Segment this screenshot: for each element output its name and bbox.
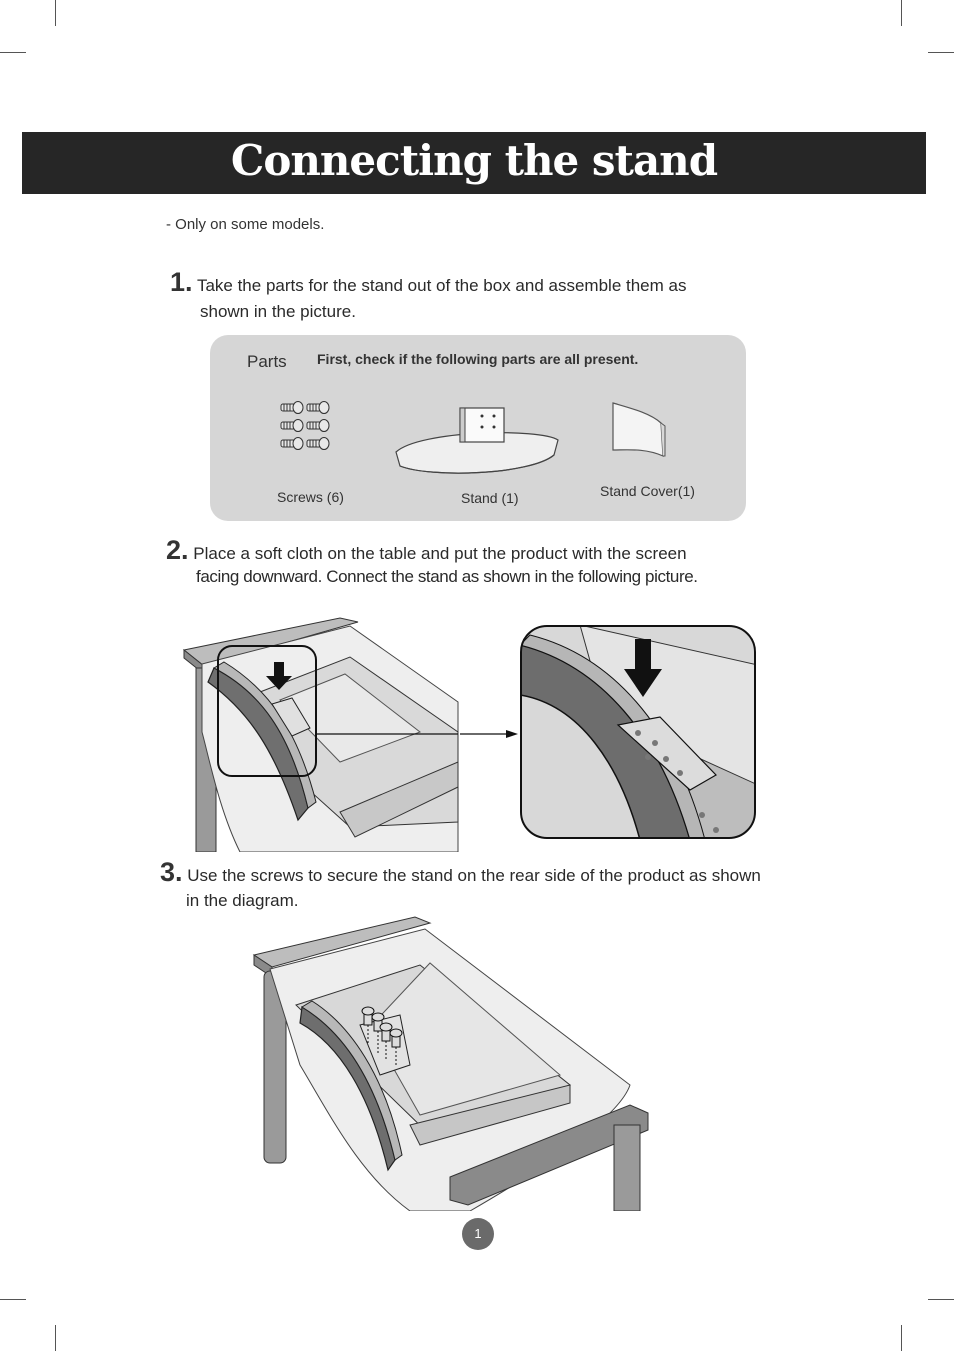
page-number: 1 <box>462 1218 494 1250</box>
screw-fastening-illustration <box>252 916 649 1211</box>
part-caption-stand-cover: Stand Cover(1) <box>600 483 695 499</box>
step-1-continued: shown in the picture. <box>200 302 356 321</box>
crop-mark <box>0 1299 26 1300</box>
page-header: Connecting the stand <box>22 132 926 194</box>
step-2: 2. Place a soft cloth on the table and p… <box>166 537 687 564</box>
crop-mark <box>928 52 954 53</box>
crop-mark <box>901 0 902 26</box>
step-number: 2. <box>166 535 189 565</box>
crop-mark <box>901 1325 902 1351</box>
screws-icon <box>280 401 330 450</box>
step-text: Place a soft cloth on the table and put … <box>193 544 687 563</box>
page-title: Connecting the stand <box>230 136 718 185</box>
parts-hint: First, check if the following parts are … <box>317 351 639 367</box>
step-text: Use the screws to secure the stand on th… <box>187 866 761 885</box>
step-3-continued: in the diagram. <box>186 891 299 910</box>
crop-mark <box>55 1325 56 1351</box>
parts-label: Parts <box>247 352 287 371</box>
crop-mark <box>928 1299 954 1300</box>
step-3: 3. Use the screws to secure the stand on… <box>160 859 761 886</box>
stand-cover-icon <box>612 402 666 457</box>
zoom-detail-illustration <box>520 625 756 839</box>
part-caption-stand: Stand (1) <box>461 490 519 506</box>
part-caption-screws: Screws (6) <box>277 489 344 505</box>
step-2-continued: facing downward. Connect the stand as sh… <box>196 567 698 586</box>
monitor-on-table-illustration <box>182 617 459 852</box>
step-number: 3. <box>160 857 183 887</box>
arrow-right-icon <box>460 730 518 738</box>
step-text: Take the parts for the stand out of the … <box>196 276 687 295</box>
crop-mark <box>0 52 26 53</box>
stand-icon <box>395 407 559 474</box>
step-1: 1. Take the parts for the stand out of t… <box>170 269 687 296</box>
crop-mark <box>55 0 56 26</box>
step-number: 1. <box>170 267 193 297</box>
models-note: - Only on some models. <box>166 216 325 233</box>
